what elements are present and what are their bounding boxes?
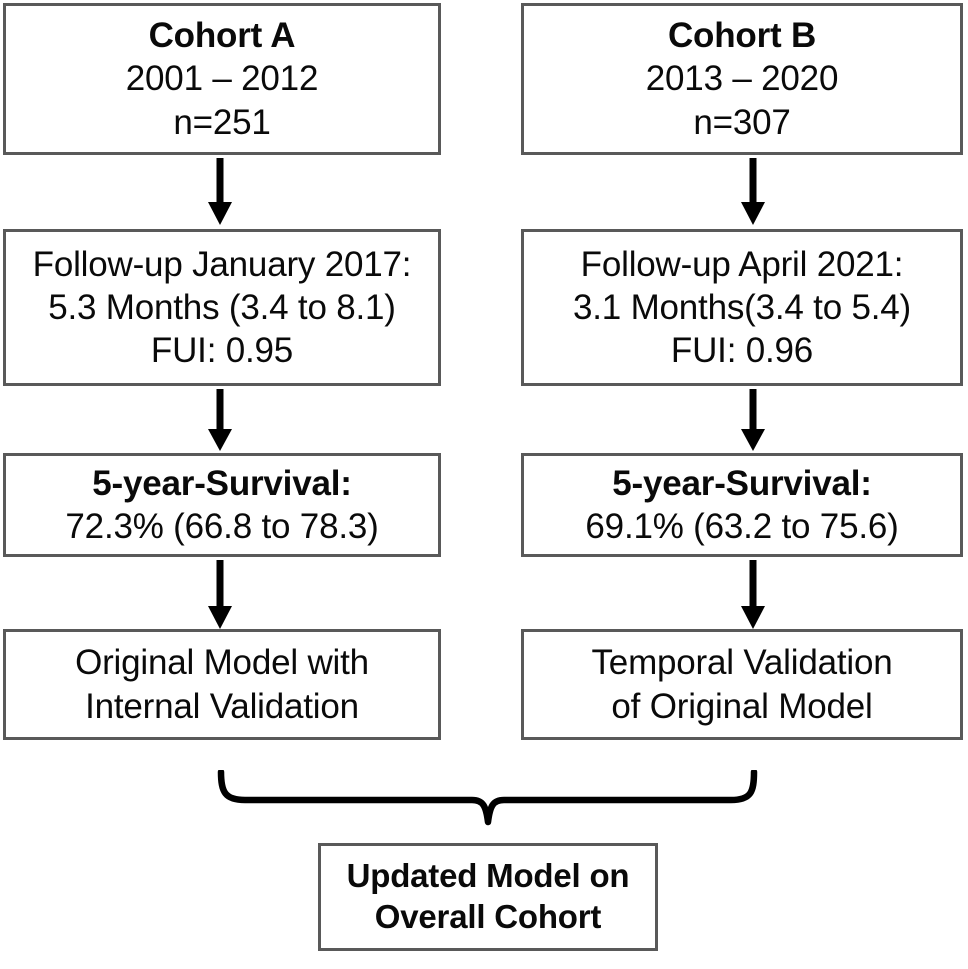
box-cohort-b-survival: 5-year-Survival: 69.1% (63.2 to 75.6) [521, 453, 963, 557]
box-cohort-a-followup: Follow-up January 2017: 5.3 Months (3.4 … [3, 229, 441, 386]
cohort-a-period: 2001 – 2012 [125, 59, 319, 99]
box-cohort-a-header: Cohort A 2001 – 2012 n=251 [3, 3, 441, 155]
updated-model-line2: Overall Cohort [374, 898, 602, 935]
cohort-b-model-line1: Temporal Validation [591, 643, 893, 683]
box-cohort-b-followup: Follow-up April 2021: 3.1 Months(3.4 to … [521, 229, 963, 386]
cohort-a-model-line2: Internal Validation [85, 686, 359, 726]
cohort-a-title: Cohort A [148, 16, 296, 56]
cohort-b-count: n=307 [693, 102, 791, 142]
box-cohort-b-model: Temporal Validation of Original Model [521, 629, 963, 740]
cohort-b-followup-date: Follow-up April 2021: [580, 244, 904, 284]
cohort-b-fui: FUI: 0.96 [670, 331, 814, 371]
arrow-cohort-b-2 [736, 389, 770, 452]
cohort-a-followup-duration: 5.3 Months (3.4 to 8.1) [48, 287, 396, 327]
cohort-b-title: Cohort B [667, 16, 817, 56]
cohort-b-model-line2: of Original Model [611, 686, 873, 726]
cohort-a-survival-label: 5-year-Survival: [92, 463, 352, 503]
box-cohort-a-survival: 5-year-Survival: 72.3% (66.8 to 78.3) [3, 453, 441, 557]
arrow-cohort-a-2 [203, 389, 237, 452]
cohort-a-survival-value: 72.3% (66.8 to 78.3) [65, 507, 379, 546]
merge-brace-icon [215, 770, 760, 830]
cohort-a-count: n=251 [173, 102, 271, 142]
arrow-cohort-b-1 [736, 158, 770, 226]
cohort-a-model-line1: Original Model with [75, 643, 369, 683]
box-cohort-b-header: Cohort B 2013 – 2020 n=307 [521, 3, 963, 155]
arrow-cohort-a-1 [203, 158, 237, 226]
cohort-b-followup-duration: 3.1 Months(3.4 to 5.4) [572, 287, 911, 327]
cohort-a-followup-date: Follow-up January 2017: [32, 244, 412, 284]
box-updated-model: Updated Model on Overall Cohort [318, 843, 658, 951]
box-cohort-a-model: Original Model with Internal Validation [3, 629, 441, 740]
arrow-cohort-b-3 [736, 560, 770, 630]
arrow-cohort-a-3 [203, 560, 237, 630]
cohort-b-survival-value: 69.1% (63.2 to 75.6) [585, 507, 899, 546]
cohort-b-period: 2013 – 2020 [645, 59, 839, 99]
cohort-a-fui: FUI: 0.95 [150, 331, 294, 371]
updated-model-line1: Updated Model on [346, 857, 630, 895]
cohort-b-survival-label: 5-year-Survival: [612, 463, 872, 503]
